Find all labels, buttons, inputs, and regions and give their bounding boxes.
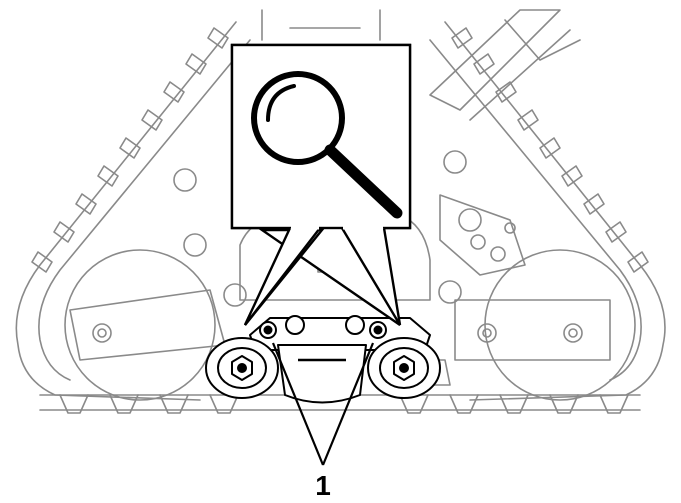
callout-leader-lines [271,342,375,466]
callout-pointer-right [340,227,402,326]
inspection-callout [230,43,412,326]
front-idler-assembly [205,315,441,404]
magnifying-glass-icon [251,71,403,219]
callout-pointer-left [243,227,321,326]
callout-number-label: 1 [315,470,331,501]
